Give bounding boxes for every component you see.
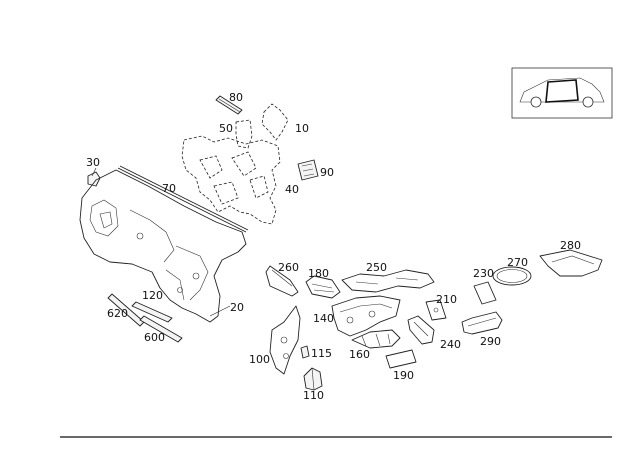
label-140: 140 <box>313 312 334 325</box>
label-120: 120 <box>142 289 163 302</box>
label-90: 90 <box>320 166 334 179</box>
part-270-ring[interactable] <box>492 266 532 286</box>
part-80-strip[interactable] <box>215 95 243 115</box>
part-30-clip[interactable] <box>87 171 101 187</box>
label-260: 260 <box>278 261 299 274</box>
label-620: 620 <box>107 307 128 320</box>
label-100: 100 <box>249 353 270 366</box>
label-80: 80 <box>229 91 243 104</box>
label-600: 600 <box>144 331 165 344</box>
part-140-carrier[interactable] <box>331 295 401 337</box>
label-115: 115 <box>311 347 332 360</box>
part-100-side-panel[interactable] <box>269 305 301 375</box>
label-290: 290 <box>480 335 501 348</box>
label-10: 10 <box>295 122 309 135</box>
label-110: 110 <box>303 389 324 402</box>
label-210: 210 <box>436 293 457 306</box>
part-260-bracket[interactable] <box>265 265 299 297</box>
label-40: 40 <box>285 183 299 196</box>
part-120-strip[interactable] <box>131 301 173 323</box>
label-50: 50 <box>219 122 233 135</box>
part-280-mat[interactable] <box>539 249 603 277</box>
part-290-bracket[interactable] <box>461 311 503 335</box>
car-side-view-icon <box>511 67 613 119</box>
part-110-block[interactable] <box>303 367 323 391</box>
part-250-insulation[interactable] <box>341 269 435 293</box>
part-190-panel[interactable] <box>385 349 417 369</box>
part-10-insulation-mat[interactable] <box>261 103 289 141</box>
part-50-insulation-pad[interactable] <box>235 119 253 149</box>
label-160: 160 <box>349 348 370 361</box>
label-70: 70 <box>162 182 176 195</box>
part-600-strip[interactable] <box>139 315 183 343</box>
label-30: 30 <box>86 156 100 169</box>
label-240: 240 <box>440 338 461 351</box>
part-115-fastener[interactable] <box>300 345 310 359</box>
label-190: 190 <box>393 369 414 382</box>
part-230-pad[interactable] <box>473 281 497 305</box>
part-90-clip[interactable] <box>297 159 319 181</box>
part-20-cowl-firewall[interactable] <box>79 165 249 323</box>
part-240-bracket[interactable] <box>407 315 435 345</box>
part-70-firewall-mat[interactable] <box>181 135 281 225</box>
label-20: 20 <box>230 301 244 314</box>
label-270: 270 <box>507 256 528 269</box>
label-250: 250 <box>366 261 387 274</box>
part-160-bracket[interactable] <box>351 329 401 349</box>
part-180-insulation[interactable] <box>305 275 341 299</box>
label-280: 280 <box>560 239 581 252</box>
part-210-plate[interactable] <box>425 299 447 321</box>
label-180: 180 <box>308 267 329 280</box>
label-230: 230 <box>473 267 494 280</box>
